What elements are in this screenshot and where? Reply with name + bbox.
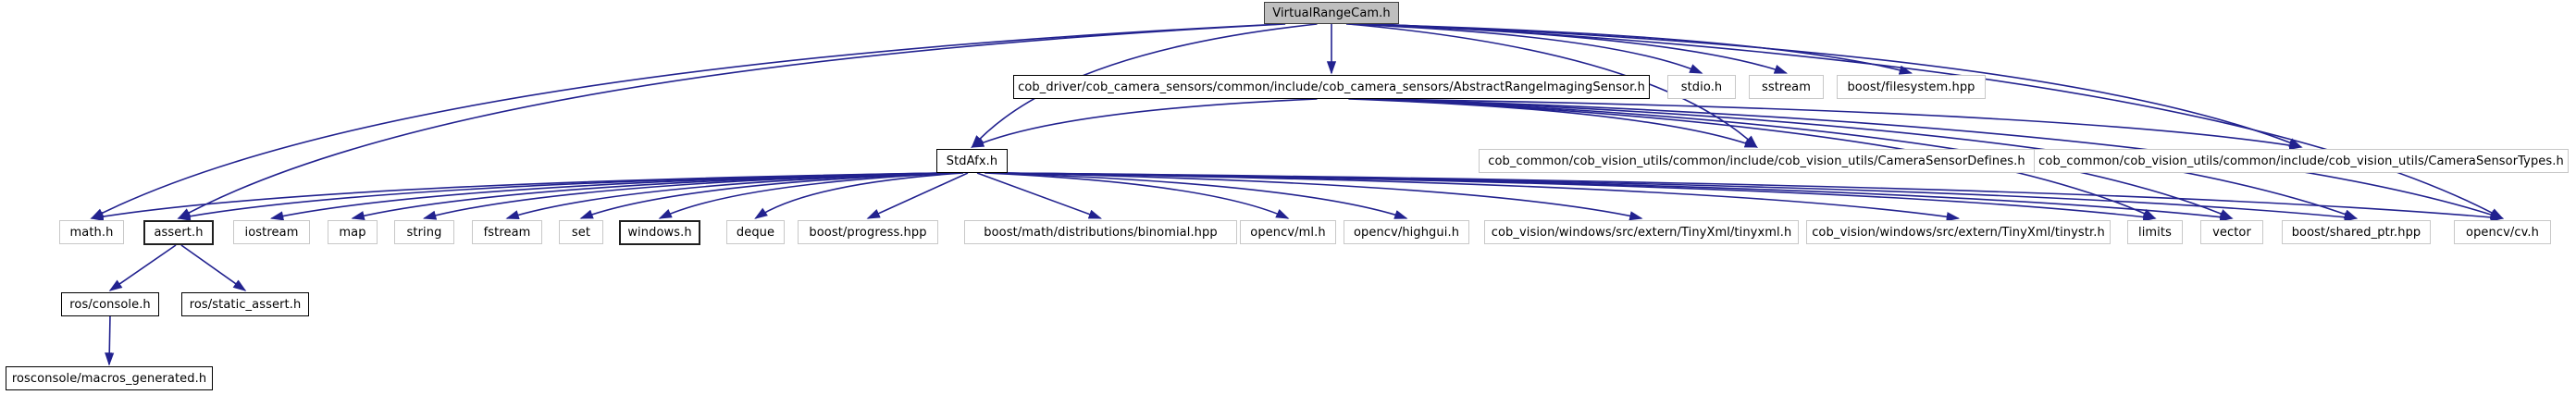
graph-node-rosstaticassert[interactable]: ros/static_assert.h bbox=[181, 292, 309, 316]
graph-node-string: string bbox=[394, 220, 454, 244]
graph-node-label: cob_driver/cob_camera_sensors/common/inc… bbox=[1018, 80, 1645, 94]
graph-node-label: limits bbox=[2138, 225, 2172, 240]
graph-edge bbox=[1001, 172, 2157, 222]
graph-edge bbox=[1345, 23, 1703, 74]
graph-node-label: boost/filesystem.hpp bbox=[1847, 80, 1975, 94]
graph-node-label: opencv/cv.h bbox=[2466, 225, 2539, 240]
graph-edge bbox=[866, 172, 969, 219]
graph-node-sstream: sstream bbox=[1749, 75, 1824, 99]
graph-edge bbox=[1369, 98, 2303, 151]
graph-node-iostream: iostream bbox=[233, 220, 310, 244]
graph-edge bbox=[505, 172, 954, 220]
graph-node-assert[interactable]: assert.h bbox=[143, 220, 214, 245]
graph-edge bbox=[1001, 172, 2359, 222]
graph-node-camerasensortypes: cob_common/cob_vision_utils/common/inclu… bbox=[2034, 149, 2569, 173]
graph-node-label: cob_vision/windows/src/extern/TinyXml/ti… bbox=[1812, 225, 2105, 240]
graph-edge bbox=[998, 172, 1643, 221]
graph-node-label: ros/static_assert.h bbox=[189, 297, 302, 312]
graph-node-label: VirtualRangeCam.h bbox=[1272, 6, 1391, 20]
graph-edge bbox=[108, 244, 177, 291]
graph-edge bbox=[90, 172, 943, 222]
graph-node-opencvcv: opencv/cv.h bbox=[2454, 220, 2551, 244]
graph-node-abstractrange[interactable]: cob_driver/cob_camera_sensors/common/inc… bbox=[1013, 75, 1650, 99]
graph-node-macrosgenerated[interactable]: rosconsole/macros_generated.h bbox=[6, 366, 213, 390]
graph-edge bbox=[351, 172, 947, 221]
graph-node-math: math.h bbox=[59, 220, 124, 244]
graph-node-boostsharedptr: boost/shared_ptr.hpp bbox=[2282, 220, 2431, 244]
graph-edge bbox=[579, 172, 957, 219]
graph-node-tinyxml: cob_vision/windows/src/extern/TinyXml/ti… bbox=[1484, 220, 1799, 244]
graph-node-label: StdAfx.h bbox=[946, 154, 998, 168]
graph-node-label: vector bbox=[2212, 225, 2251, 240]
graph-edge bbox=[1348, 98, 1759, 148]
graph-node-windows[interactable]: windows.h bbox=[619, 220, 700, 245]
graph-node-set: set bbox=[559, 220, 603, 244]
graph-node-virtualrangecam[interactable]: VirtualRangeCam.h bbox=[1264, 2, 1399, 24]
graph-edge bbox=[989, 172, 1408, 219]
graph-node-label: string bbox=[406, 225, 442, 240]
graph-edge bbox=[754, 172, 964, 219]
graph-node-label: math.h bbox=[69, 225, 114, 240]
graph-node-label: opencv/ml.h bbox=[1250, 225, 1326, 240]
graph-node-opencvml: opencv/ml.h bbox=[1240, 220, 1336, 244]
graph-node-boostfilesystem: boost/filesystem.hpp bbox=[1837, 75, 1986, 99]
graph-node-fstream: fstream bbox=[472, 220, 542, 244]
graph-node-label: deque bbox=[736, 225, 775, 240]
graph-edge bbox=[1378, 23, 2504, 219]
graph-node-label: set bbox=[571, 225, 591, 240]
graph-node-rosconsole[interactable]: ros/console.h bbox=[61, 292, 159, 316]
graph-node-label: fstream bbox=[483, 225, 531, 240]
graph-edge bbox=[177, 23, 1286, 219]
graph-node-boostprogress: boost/progress.hpp bbox=[798, 220, 938, 244]
graph-node-label: windows.h bbox=[627, 226, 692, 240]
graph-edge bbox=[177, 172, 943, 221]
graph-node-label: cob_common/cob_vision_utils/common/inclu… bbox=[1488, 154, 2025, 168]
graph-node-label: boost/shared_ptr.hpp bbox=[2291, 225, 2421, 240]
graph-node-label: cob_common/cob_vision_utils/common/inclu… bbox=[2038, 154, 2564, 168]
graph-node-label: stdio.h bbox=[1680, 80, 1723, 94]
graph-edge bbox=[1001, 172, 2234, 222]
graph-node-limits: limits bbox=[2127, 220, 2183, 244]
graph-node-stdafx[interactable]: StdAfx.h bbox=[936, 149, 1008, 173]
graph-node-stdio: stdio.h bbox=[1667, 75, 1736, 99]
graph-node-label: map bbox=[339, 225, 366, 240]
graph-node-opencvhighgui: opencv/highgui.h bbox=[1344, 220, 1469, 244]
graph-edge bbox=[180, 244, 247, 291]
graph-node-label: ros/console.h bbox=[69, 297, 151, 312]
graph-node-label: boost/math/distributions/binomial.hpp bbox=[984, 225, 1218, 240]
graph-node-boostbinomial: boost/math/distributions/binomial.hpp bbox=[964, 220, 1237, 244]
graph-node-tinystr: cob_vision/windows/src/extern/TinyXml/ti… bbox=[1806, 220, 2111, 244]
graph-node-label: rosconsole/macros_generated.h bbox=[11, 371, 207, 386]
graph-edge bbox=[105, 315, 115, 366]
graph-edge bbox=[971, 98, 1318, 148]
graph-edge bbox=[1001, 172, 2505, 222]
graph-node-label: opencv/highgui.h bbox=[1353, 225, 1460, 240]
graph-node-deque: deque bbox=[726, 220, 785, 244]
graph-node-map: map bbox=[328, 220, 378, 244]
graph-node-label: boost/progress.hpp bbox=[809, 225, 927, 240]
graph-node-label: sstream bbox=[1761, 80, 1812, 94]
graph-edge bbox=[985, 172, 1290, 219]
graph-node-label: iostream bbox=[244, 225, 299, 240]
graph-edge bbox=[976, 172, 1103, 219]
graph-node-label: cob_vision/windows/src/extern/TinyXml/ti… bbox=[1491, 225, 1792, 240]
graph-edge bbox=[1001, 172, 1961, 222]
graph-edge bbox=[1349, 23, 1789, 74]
graph-edge bbox=[1355, 23, 1913, 75]
graph-edge bbox=[658, 172, 960, 219]
graph-node-label: assert.h bbox=[154, 226, 204, 240]
graph-edge bbox=[269, 172, 945, 221]
graph-node-vector: vector bbox=[2200, 220, 2263, 244]
graph-edge bbox=[422, 172, 950, 220]
graph-node-camerasensordefines: cob_common/cob_vision_utils/common/inclu… bbox=[1479, 149, 2035, 173]
graph-edge bbox=[90, 23, 1282, 219]
